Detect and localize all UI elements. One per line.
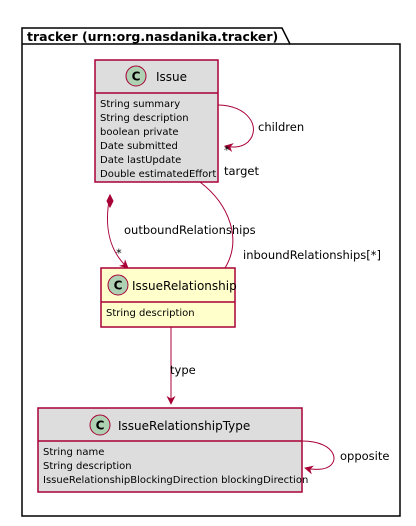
attribute: IssueRelationshipBlockingDirection block… — [43, 475, 308, 486]
outbound-diamond — [106, 193, 114, 209]
edge-label-target: target — [224, 164, 259, 178]
edge-label-type: type — [170, 363, 196, 377]
class-stereotype-icon — [89, 414, 111, 436]
class-stereotype-icon — [125, 65, 147, 87]
class-name-issue-relationship-type: IssueRelationshipType — [118, 419, 250, 433]
attribute: Double estimatedEffort — [100, 169, 216, 180]
class-stereotype-letter: C — [132, 70, 141, 84]
class-issue-relationship-type[interactable]: C IssueRelationshipType String name Stri… — [37, 407, 308, 493]
attribute: Date lastUpdate — [100, 155, 181, 166]
edge-mult-children: * — [224, 143, 230, 157]
edges: children * outboundRelationships * targe… — [106, 100, 389, 475]
attribute: String description — [106, 308, 195, 319]
edge-opposite — [301, 440, 335, 475]
edge-target-inbound — [199, 181, 234, 269]
attribute: boolean private — [100, 127, 179, 138]
attribute: String description — [100, 113, 189, 124]
attribute: String description — [43, 461, 132, 472]
edge-label-outbound: outboundRelationships — [124, 223, 256, 237]
edge-label-inbound: inboundRelationships[*] — [243, 248, 381, 262]
edge-label-children: children — [258, 120, 304, 134]
edge-children — [217, 104, 254, 153]
class-name-issue-relationship: IssueRelationship — [132, 279, 237, 293]
class-stereotype-letter: C — [114, 279, 123, 293]
class-stereotype-letter: C — [96, 419, 105, 433]
class-stereotype-icon — [107, 274, 129, 296]
attribute: Date submitted — [100, 141, 178, 152]
class-name-issue: Issue — [156, 70, 187, 84]
class-issue-relationship[interactable]: C IssueRelationship String description — [100, 267, 237, 328]
package-title: tracker (urn:org.nasdanika.tracker) — [27, 29, 278, 44]
edge-label-opposite: opposite — [340, 449, 389, 463]
edge-mult-outbound: * — [116, 246, 122, 260]
attribute: String summary — [100, 99, 180, 110]
attribute: String name — [43, 447, 104, 458]
class-issue[interactable]: C Issue String summary String descriptio… — [94, 59, 219, 183]
